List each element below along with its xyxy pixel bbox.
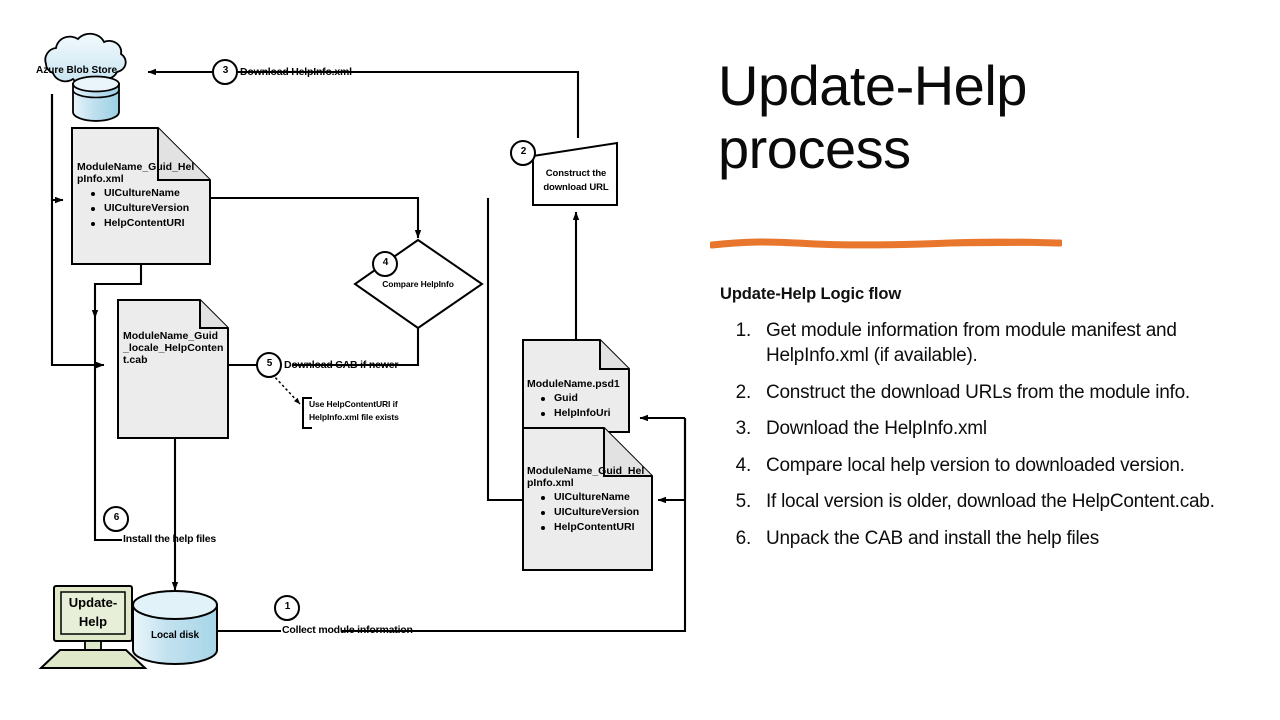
azure-blob-store-cloud [44, 32, 127, 86]
edge-construct-to-local-helpinfo [657, 418, 687, 504]
edge-6-label: Install the help files [123, 533, 217, 545]
list-item-number: 1. [735, 320, 752, 341]
blob-storage-cylinder [72, 75, 120, 122]
doc-psd1-items: Guid HelpInfoUri [527, 391, 637, 421]
process-line2: download URL [543, 182, 609, 193]
list-item-number: 4. [735, 454, 752, 476]
edge-3-download-helpinfo [147, 68, 580, 138]
badge-6-number: 6 [113, 512, 120, 523]
update-help-flow-diagram: Azure Blob Store 3 Download HelpInfo.xml… [36, 32, 687, 669]
doc-psd1-content: ModuleName.psd1 Guid HelpInfoUri [527, 378, 637, 421]
callout-bracket [302, 397, 312, 429]
list-item-number: 6. [735, 527, 752, 549]
doc-shape-helpinfo-remote [71, 127, 211, 265]
doc-psd1-title: ModuleName.psd1 [527, 378, 620, 390]
doc-shape-psd1 [522, 339, 630, 433]
edge-cloud-to-helpinfo-doc [50, 94, 64, 204]
list-item: UICultureVersion [541, 505, 659, 520]
badge-1-number: 1 [284, 601, 291, 612]
list-item: HelpInfoUri [541, 406, 637, 421]
doc-helpinfo-remote-content: ModuleName_Guid_Hel pInfo.xml UICultureN… [77, 161, 209, 231]
step-badges [103, 59, 536, 621]
list-item-text: Construct the download URLs from the mod… [766, 381, 1190, 403]
doc-cab-content: ModuleName_Guid _locale_HelpConten t.cab [123, 330, 231, 366]
edge-local-helpinfo-to-compare [486, 198, 523, 502]
list-item-text: Download the HelpInfo.xml [766, 418, 987, 440]
local-disk-label: Local disk [151, 630, 199, 641]
doc-helpinfo-remote-title-2: pInfo.xml [77, 173, 124, 185]
process-construct-download-url [532, 141, 618, 206]
doc-shape-cab [117, 299, 229, 439]
doc-helpinfo-local-items: UICultureName UICultureVersion HelpConte… [527, 490, 659, 535]
doc-helpinfo-local-title-1: ModuleName_Guid_Hel [527, 465, 645, 477]
list-item-text: Compare local help version to downloaded… [766, 454, 1185, 476]
list-item: HelpContentURI [91, 216, 209, 231]
callout-line1: Use HelpContentURI if [309, 399, 398, 409]
list-item-number: 5. [735, 491, 752, 513]
edge-helpinfo-to-cab [91, 264, 143, 319]
doc-shape-helpinfo-local [522, 427, 653, 571]
title-underline-accent [710, 238, 1062, 249]
decision-label: Compare HelpInfo [382, 279, 454, 289]
cloud-label: Azure Blob Store [36, 65, 118, 76]
badge-5-number: 5 [266, 358, 273, 369]
local-disk-cylinder [132, 590, 218, 665]
callout-line2: HelpInfo.xml file exists [309, 412, 399, 422]
edge-callout-dotted [271, 373, 301, 405]
doc-cab-title-1: ModuleName_Guid [123, 330, 219, 342]
doc-helpinfo-remote-title-1: ModuleName_Guid_Hel [77, 161, 195, 173]
computer-label-line1: Update- [68, 595, 118, 610]
doc-helpinfo-local-title-2: pInfo.xml [527, 477, 574, 489]
process-line1: Construct the [545, 168, 607, 179]
doc-helpinfo-remote-items: UICultureName UICultureVersion HelpConte… [77, 186, 209, 231]
list-item: Guid [541, 391, 637, 406]
edge-5-label: Download CAB if newer [284, 359, 399, 371]
list-item: 6. Unpack the CAB and install the help f… [736, 526, 1218, 551]
badge-2-number: 2 [520, 146, 527, 157]
list-item: 3. Download the HelpInfo.xml [736, 416, 1218, 441]
list-item: 5. If local version is older, download t… [736, 489, 1218, 514]
badge-3-number: 3 [222, 65, 229, 76]
list-item-text: Get module information from module manif… [766, 320, 1177, 367]
list-item-text: Unpack the CAB and install the help file… [766, 527, 1100, 549]
list-item-text: If local version is older, download the … [766, 491, 1215, 513]
page-title-line-1: Update-Help [718, 54, 1027, 117]
doc-cab-title-2: _locale_HelpConten [123, 342, 224, 354]
diagram-vector-layer [38, 32, 687, 669]
doc-cab-title-3: t.cab [123, 354, 148, 366]
list-item: 2. Construct the download URLs from the … [736, 380, 1218, 405]
page-title-line-2: process [718, 116, 911, 180]
list-item: 4. Compare local help version to downloa… [736, 453, 1218, 478]
list-item-number: 2. [735, 381, 752, 403]
edge-1-label: Collect module information [282, 624, 413, 636]
list-item: UICultureName [541, 490, 659, 505]
badge-4-number: 4 [382, 257, 389, 268]
edge-3-label: Download HelpInfo.xml [240, 66, 352, 78]
list-item: 1. Get module information from module ma… [736, 318, 1218, 369]
list-item: UICultureVersion [91, 201, 209, 216]
list-item: HelpContentURI [541, 520, 659, 535]
edge-helpinfo-to-compare [210, 196, 422, 239]
list-item-number: 3. [735, 418, 752, 440]
computer-label-line2: Help [78, 614, 108, 629]
edge-cloud-to-cab-doc [50, 94, 105, 369]
edge-6-install-help-files [93, 318, 122, 542]
list-item: UICultureName [91, 186, 209, 201]
computer-update-help [38, 585, 148, 669]
section-subtitle: Update-Help Logic flow [720, 285, 902, 303]
logic-flow-steps: 1. Get module information from module ma… [718, 318, 1218, 562]
page-title: Update-Help process [718, 54, 1118, 180]
slide-text-pane: Update-Help process Update-Help Logic fl… [710, 0, 1280, 720]
doc-helpinfo-local-content: ModuleName_Guid_Hel pInfo.xml UICultureN… [527, 465, 659, 535]
